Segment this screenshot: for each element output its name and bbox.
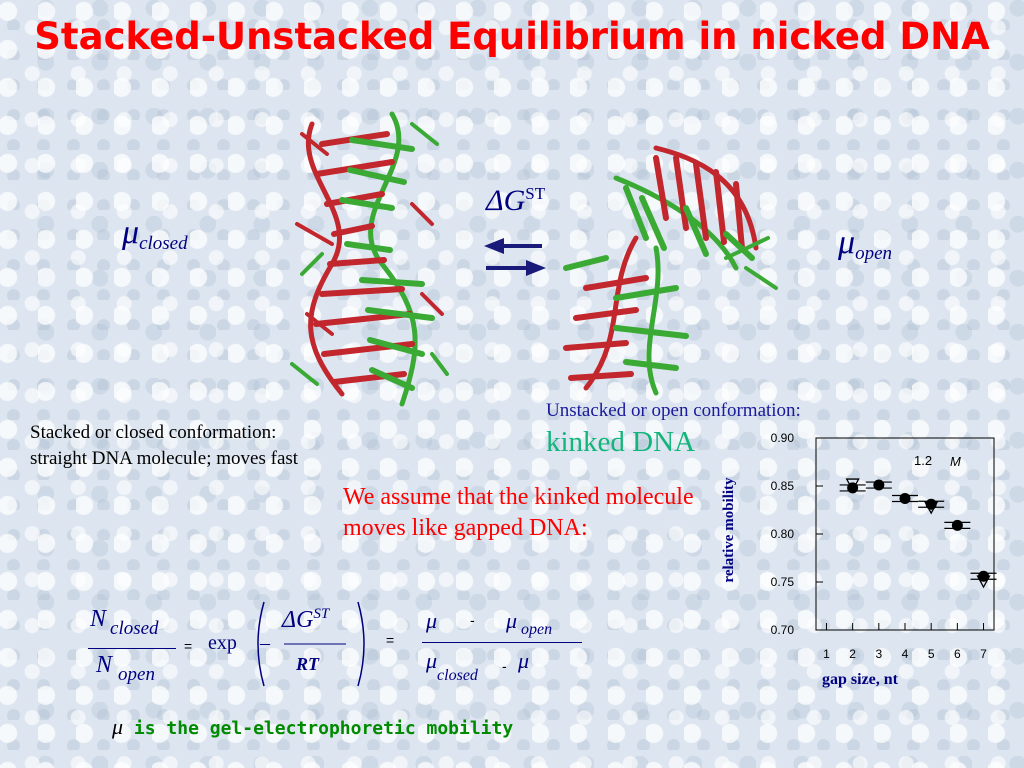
x-tick-label: 2 [849, 647, 856, 661]
dash-numerator: - [470, 612, 475, 628]
unstacked-dna-illustration [563, 145, 778, 396]
parentheses [257, 601, 365, 687]
mu-closed-label: μclosed [122, 214, 188, 255]
closed-subscript: closed [139, 233, 188, 254]
stacked-caption: Stacked or closed conformation: straight… [30, 420, 298, 472]
x-tick-label: 7 [980, 647, 987, 661]
open-subscript: open [118, 664, 155, 685]
annotation-value: 1.2 [914, 453, 932, 468]
y-tick-label: 0.80 [771, 527, 795, 541]
data-point-circle [899, 492, 911, 504]
kinked-dna-label: kinked DNA [546, 426, 696, 458]
mu-symbol: μ [506, 608, 518, 633]
mobility-chart: 0.70 0.75 0.80 0.85 0.90 1 2 3 4 5 6 7 relative mo… [721, 431, 997, 688]
mu-closed-denominator: μclosed [426, 648, 478, 684]
y-tick-label: 0.70 [771, 623, 795, 637]
fraction-bar [88, 648, 176, 649]
open-subscript: open [855, 243, 893, 264]
data-point-circle [951, 519, 963, 531]
mu-open-label: μopen [838, 224, 892, 265]
equals-sign: = [184, 638, 193, 654]
delta-g-st-label: ΔGST [486, 184, 545, 218]
equilibrium-arrows-icon [484, 238, 546, 276]
mu-symbol: μ [838, 224, 856, 261]
data-point-circle [873, 479, 885, 491]
st-superscript: ST [525, 184, 546, 203]
n-symbol: N [96, 652, 113, 678]
y-tick-label: 0.85 [771, 479, 795, 493]
unstacked-caption: Unstacked or open conformation: [546, 400, 801, 421]
stacked-dna-illustration [290, 111, 449, 407]
minus-sign: – [260, 632, 270, 654]
y-axis-label: relative mobility [721, 477, 737, 583]
fraction-bar [422, 642, 582, 643]
x-tick-label: 6 [954, 647, 961, 661]
y-tick-label: 0.75 [771, 575, 795, 589]
rt-denominator: RT [296, 654, 320, 674]
mu-symbol: μ [426, 648, 438, 673]
y-tick-label: 0.90 [771, 431, 795, 445]
x-tick-label: 1 [823, 647, 830, 661]
x-tick-label: 3 [875, 647, 882, 661]
footnote-text: is the gel-electrophoretic mobility [133, 718, 514, 739]
data-point-triangle [845, 478, 860, 492]
delta-g-numerator: ΔGST [282, 606, 329, 634]
mu-numerator-left: μ [426, 608, 438, 633]
n-symbol: N [90, 606, 107, 632]
stacked-caption-line2: straight DNA molecule; moves fast [30, 448, 299, 469]
delta-g-text: ΔG [486, 184, 526, 217]
mobility-footnote: μ is the gel-electrophoretic mobility [112, 714, 513, 740]
mu-symbol: μ [122, 214, 140, 251]
data-point-triangle [976, 575, 991, 589]
slide-title: Stacked-Unstacked Equilibrium in nicked … [34, 15, 990, 58]
closed-subscript: closed [110, 618, 159, 639]
open-subscript: open [521, 621, 553, 638]
delta-g-text: ΔG [282, 607, 314, 633]
mu-symbol: μ [112, 714, 124, 739]
x-axis-label: gap size, nt [822, 671, 899, 688]
annotation-unit: M [950, 454, 961, 469]
data-point-circle [925, 498, 937, 510]
st-superscript: ST [313, 606, 330, 622]
data-point-triangle [924, 501, 939, 515]
x-tick-label: 5 [928, 647, 935, 661]
equals-sign: = [386, 632, 395, 648]
plot-frame [815, 437, 995, 631]
assumption-text: We assume that the kinked molecule moves… [343, 484, 694, 541]
x-tick-label: 4 [902, 647, 909, 661]
exp-text: exp [208, 632, 237, 654]
mu-denominator-right: μ [518, 648, 530, 673]
closed-subscript: closed [437, 667, 478, 684]
dash-denominator: - [502, 658, 507, 674]
stacked-caption-line1: Stacked or closed conformation: [30, 422, 277, 443]
